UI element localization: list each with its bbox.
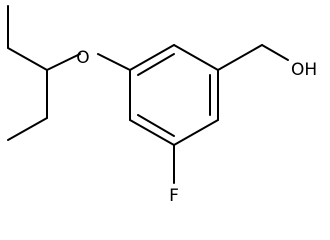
structure-svg: O OH F — [7, 5, 317, 206]
atom-hydroxyl: OH — [291, 60, 317, 80]
ring-bond-1 — [129, 44, 175, 71]
molecule-diagram: O OH F — [7, 5, 317, 206]
bond-ethyl-upper — [7, 47, 48, 71]
bond-o-ring — [97, 53, 131, 71]
bond-ch-o — [46, 53, 81, 71]
ring-bond-5 — [129, 119, 175, 146]
bond-ch2-oh — [261, 44, 289, 61]
atom-fluorine: F — [169, 186, 179, 206]
bond-ring-ch2 — [217, 44, 263, 71]
ring-bond-4 — [173, 119, 219, 146]
ring-double-bond-c — [137, 114, 175, 137]
atom-oxygen-ether: O — [76, 48, 89, 68]
ring-double-bond-a — [137, 53, 175, 76]
bond-ethyl-lower-terminal — [7, 117, 48, 141]
ring-bond-2 — [173, 44, 219, 71]
